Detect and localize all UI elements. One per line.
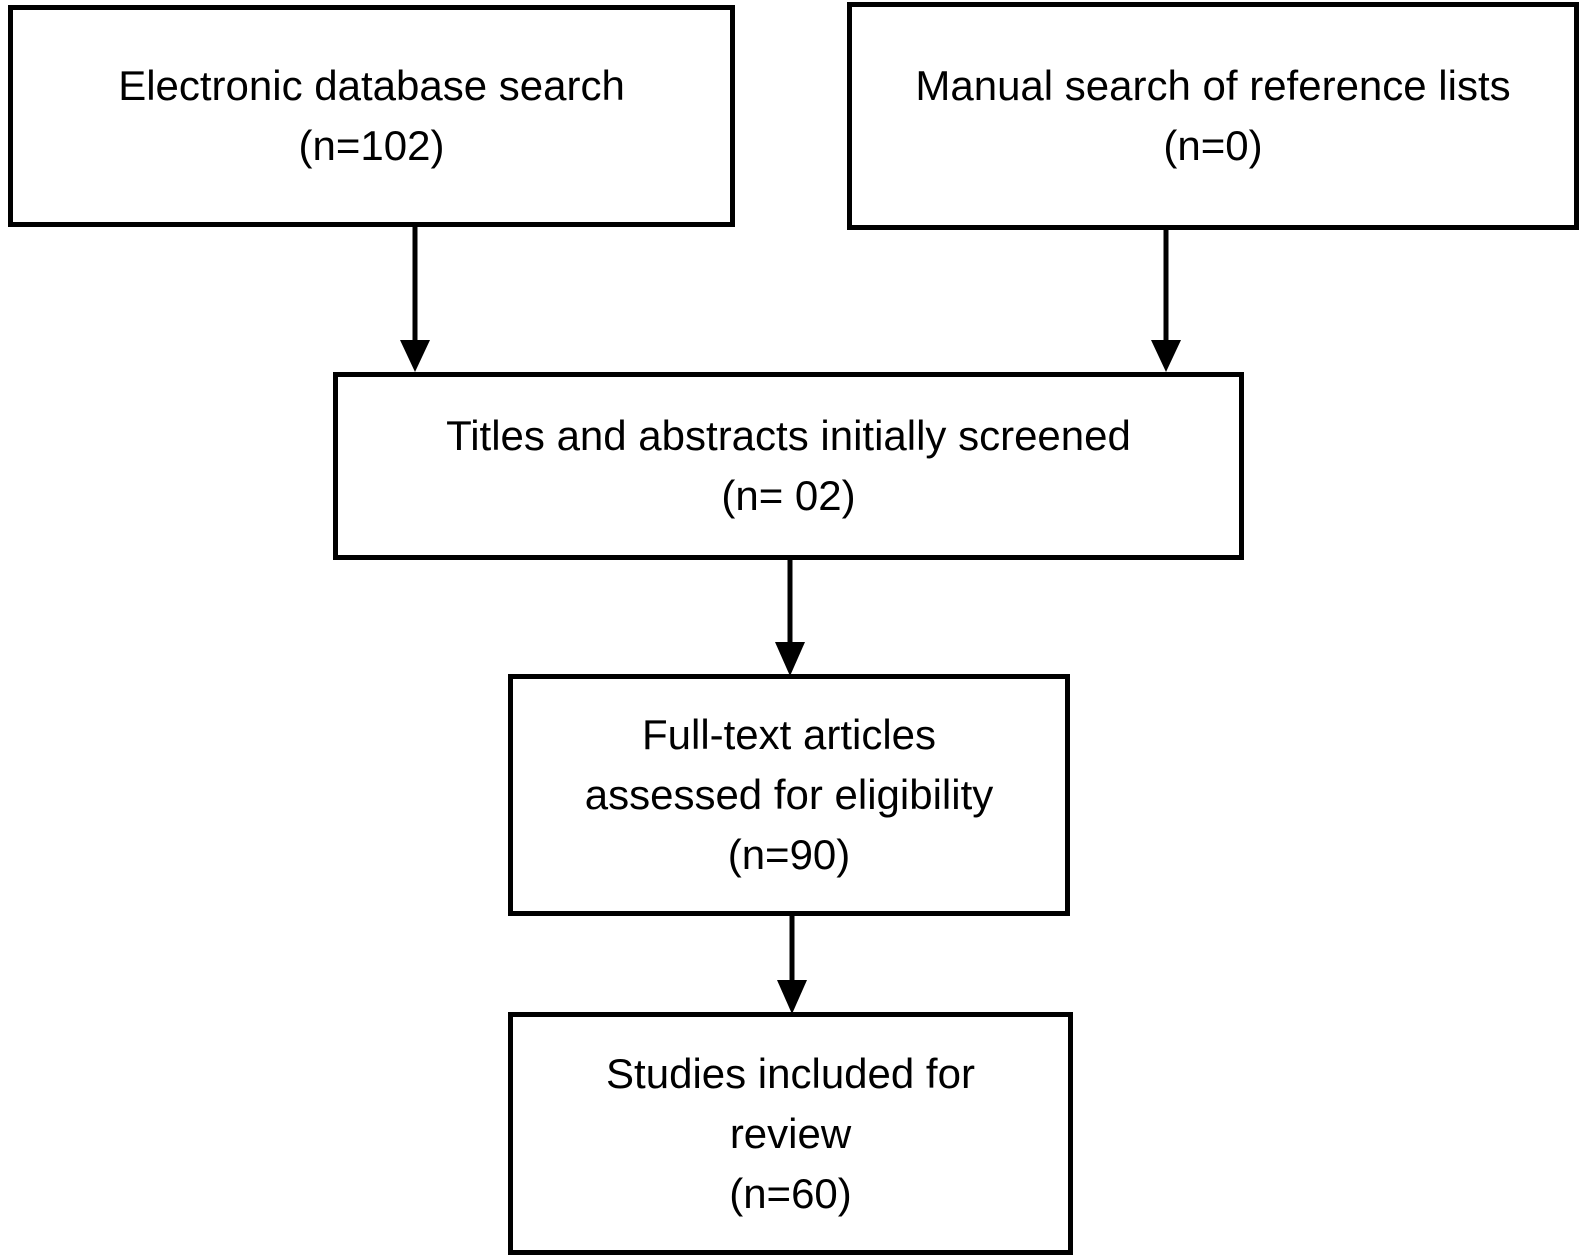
arrow-screened-to-fulltext <box>775 557 805 676</box>
box-electronic-database-search: Electronic database search (n=102) <box>8 5 735 227</box>
arrow-electronic-to-screened <box>400 222 430 372</box>
box-label-line: assessed for eligibility <box>584 771 994 818</box>
box-manual-reference-list-search: Manual search of reference lists (n=0) <box>847 2 1579 230</box>
box-full-text-assessed: Full-text articles assessed for eligibil… <box>508 674 1070 916</box>
box-count-line: (n=60) <box>729 1169 852 1217</box>
box-studies-included-for-review: Studies included for review (n=60) <box>508 1012 1073 1255</box>
box-label-line: Electronic database search <box>118 62 625 109</box>
arrow-fulltext-to-included <box>777 913 807 1014</box>
box-count-line: (n= 02) <box>721 472 856 519</box>
arrow-manual-to-screened <box>1151 226 1181 372</box>
box-count-line: (n=90) <box>727 831 851 878</box>
box-titles-abstracts-screened: Titles and abstracts initially screened … <box>333 372 1244 560</box>
box-label-line: Titles and abstracts initially screened <box>446 412 1131 459</box>
box-label-line: review <box>729 1109 852 1157</box>
box-label-line: Manual search of reference lists <box>915 62 1511 109</box>
box-count-line: (n=0) <box>1163 122 1263 169</box>
box-label-line: Full-text articles <box>641 711 937 758</box>
box-label-line: Studies included for <box>606 1049 975 1097</box>
box-count-line: (n=102) <box>298 122 445 169</box>
